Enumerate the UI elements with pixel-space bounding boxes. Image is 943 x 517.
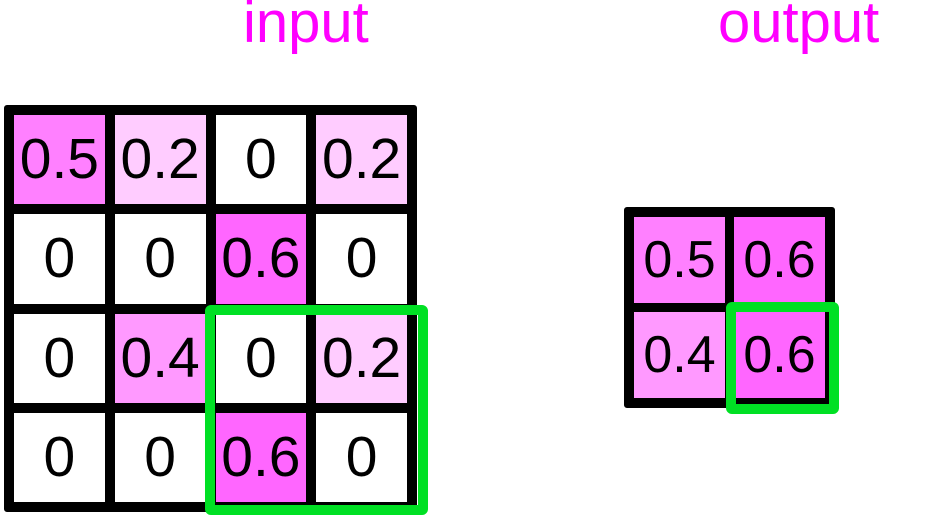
matrix-cell: 0: [114, 214, 206, 304]
matrix-cell: 0: [14, 214, 105, 304]
matrix-cell-value: 0.4: [643, 326, 716, 384]
matrix-cell-value: 0.6: [743, 231, 816, 289]
matrix-cell: 0: [215, 313, 307, 403]
matrix-cell: 0: [316, 412, 407, 502]
matrix-cell-value: 0: [245, 325, 277, 390]
matrix-cell-value: 0: [245, 127, 277, 192]
matrix-cell: 0: [114, 412, 206, 502]
matrix-cell: 0.2: [114, 115, 206, 205]
matrix-cell-value: 0: [144, 424, 176, 489]
matrix-cell: 0.4: [634, 312, 725, 398]
matrix-cell: 0.5: [634, 217, 725, 303]
matrix-cell-value: 0.6: [743, 326, 816, 384]
matrix-cell: 0.2: [316, 313, 407, 403]
matrix-cell: 0.6: [734, 312, 825, 398]
matrix-cell-value: 0: [43, 325, 76, 390]
matrix-cell-value: 0.5: [19, 127, 99, 192]
input-title: input: [243, 0, 369, 55]
matrix-cell: 0: [14, 412, 105, 502]
matrix-cell: 0.6: [215, 412, 307, 502]
matrix-cell: 0: [316, 214, 407, 304]
output-title: output: [718, 0, 880, 55]
matrix-cell: 0: [14, 313, 105, 403]
matrix-cell: 0: [215, 115, 307, 205]
matrix-cell: 0.5: [14, 115, 105, 205]
input-matrix: 0.5 0.2 0 0.2 0 0 0.6 0 0 0.4 0 0.2 0 0 0.6 0: [4, 105, 417, 512]
matrix-cell: 0.6: [734, 217, 825, 303]
matrix-cell-value: 0: [43, 226, 76, 291]
matrix-cell-value: 0.5: [643, 231, 716, 289]
matrix-cell-value: 0.4: [120, 325, 200, 390]
matrix-cell-value: 0: [144, 226, 176, 291]
matrix-cell: 0.6: [215, 214, 307, 304]
matrix-cell-value: 0.6: [221, 226, 301, 291]
matrix-cell-value: 0.2: [322, 127, 402, 192]
matrix-cell-value: 0.2: [120, 127, 200, 192]
matrix-cell-value: 0.2: [322, 325, 402, 390]
matrix-cell-value: 0: [345, 226, 378, 291]
matrix-cell-value: 0.6: [221, 424, 301, 489]
matrix-cell-value: 0: [345, 424, 378, 489]
matrix-cell-value: 0: [43, 424, 76, 489]
matrix-cell: 0.4: [114, 313, 206, 403]
matrix-cell: 0.2: [316, 115, 407, 205]
output-matrix: 0.5 0.6 0.4 0.6: [624, 207, 835, 408]
